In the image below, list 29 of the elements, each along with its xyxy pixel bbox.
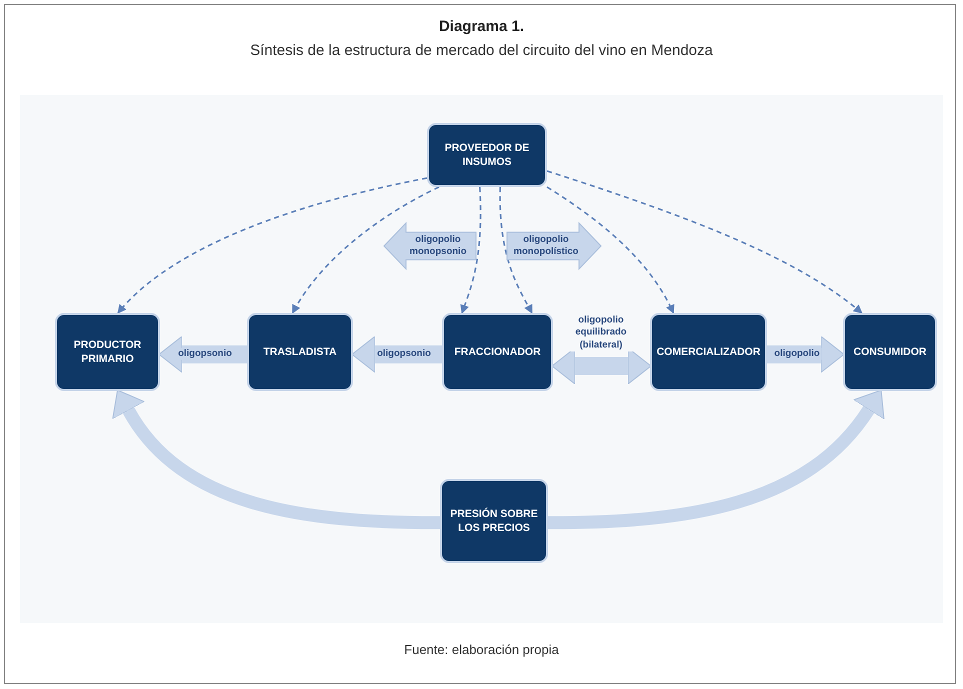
actor-box: PRODUCTOR PRIMARIO [55, 313, 160, 391]
block-arrow [548, 390, 884, 530]
edge-label: oligopsonio [176, 348, 234, 360]
diagram-title: Diagrama 1. [438, 18, 526, 35]
dashed-arrow [460, 186, 482, 314]
actor-box: COMERCIALIZADOR [650, 313, 767, 391]
arrow-label: oligopolio monopsonio [408, 234, 468, 258]
actor-box: TRASLADISTA [247, 313, 353, 391]
block-arrow [158, 336, 247, 373]
source-caption: Fuente: elaboración propia [403, 642, 560, 657]
diagram-subtitle: Síntesis de la estructura de mercado del circuito del vino en Mendoza [249, 42, 714, 59]
block-arrow [112, 390, 440, 530]
arrow-label: oligopolio monopolístico [512, 234, 580, 258]
edge-label: oligopsonio [375, 348, 433, 360]
block-arrow [767, 336, 844, 373]
dashed-arrow [546, 186, 674, 314]
block-arrow [352, 336, 442, 373]
edge-label: oligopolio [772, 348, 822, 360]
block-arrow-shape [384, 223, 476, 269]
actor-box: CONSUMIDOR [843, 313, 937, 391]
dashed-arrow [292, 186, 440, 314]
edge-label: oligopolio equilibrado (bilateral) [568, 314, 634, 352]
actor-box: FRACCIONADOR [442, 313, 553, 391]
dashed-arrow [546, 170, 863, 314]
actor-box: PRESIÓN SOBRE LOS PRECIOS [440, 479, 548, 563]
dashed-arrow [499, 187, 533, 314]
block-arrow-shape [507, 223, 601, 269]
dashed-arrow [117, 177, 428, 314]
actor-box: PROVEEDOR DE INSUMOS [427, 123, 547, 187]
